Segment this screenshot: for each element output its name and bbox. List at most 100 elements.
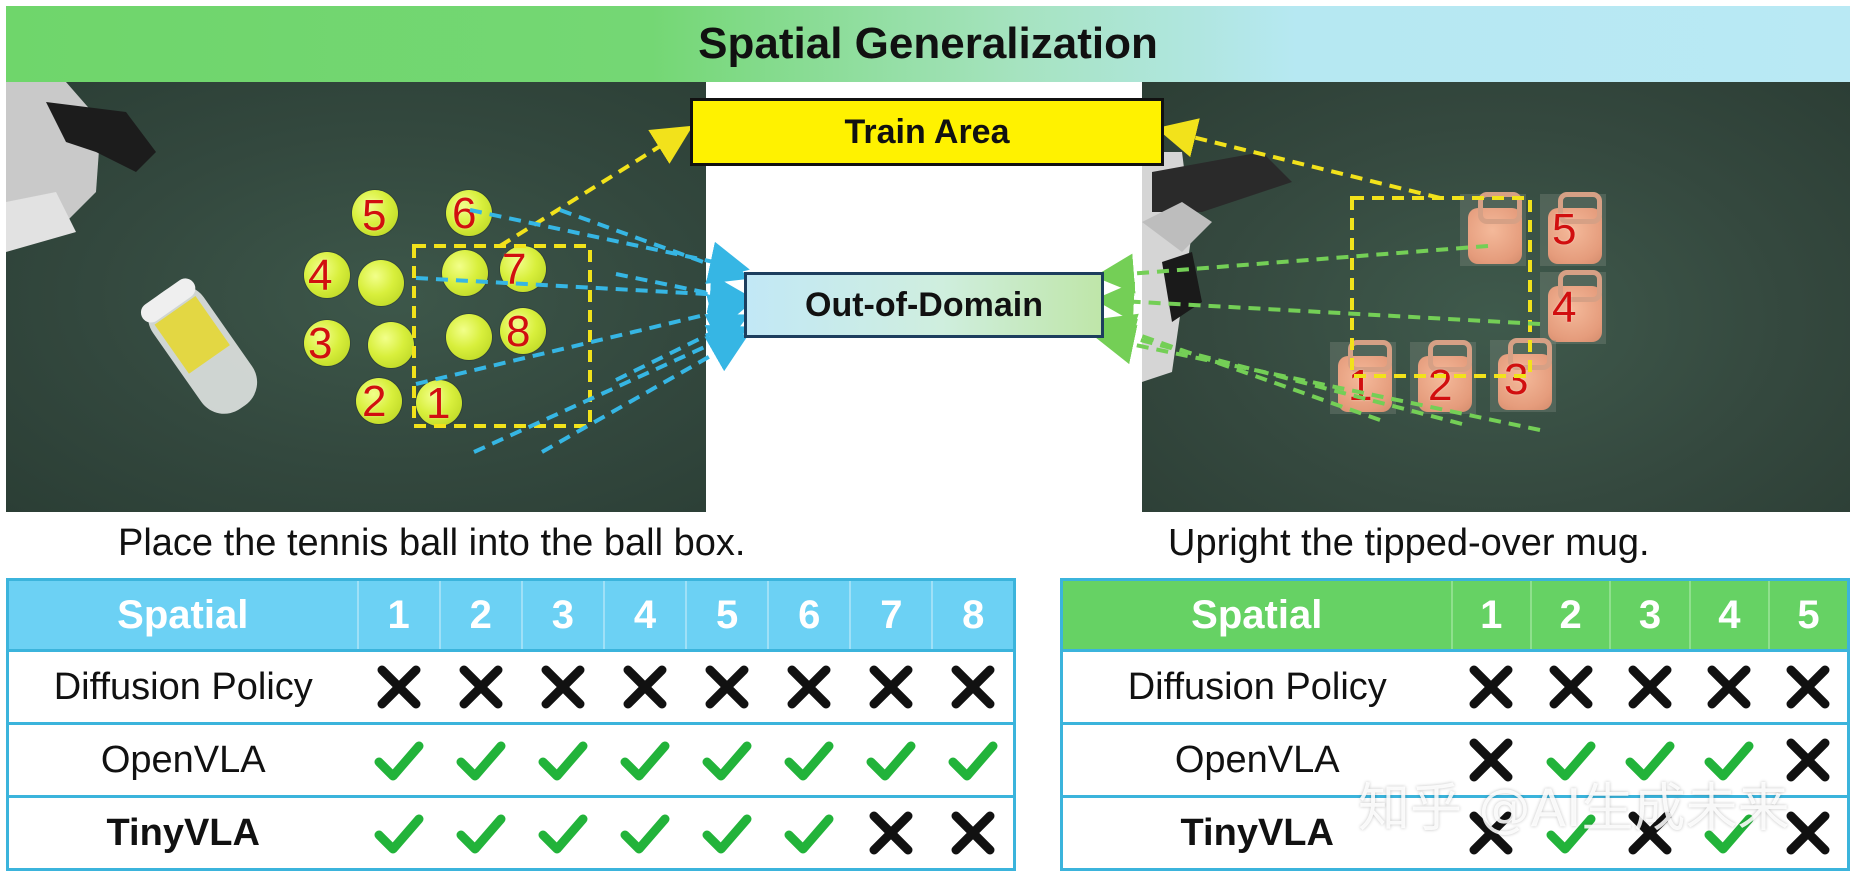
check-mark-icon (1704, 741, 1754, 781)
check-mark-icon (456, 741, 506, 781)
train-area-label: Train Area (690, 98, 1164, 166)
column-header-position: 6 (767, 579, 851, 651)
tennis-ball (446, 190, 492, 236)
tennis-ball (358, 260, 404, 306)
result-cell (521, 722, 604, 797)
cross-mark-icon (623, 665, 667, 709)
tennis-ball (416, 380, 462, 426)
ball-position-number: 6 (452, 189, 477, 238)
ood-arrow (1094, 281, 1541, 326)
cross-mark-icon (1786, 665, 1830, 709)
result-cell (1769, 795, 1849, 870)
cross-mark-icon (1786, 811, 1830, 855)
right-task-caption: Upright the tipped-over mug. (1168, 522, 1650, 564)
table-row: Diffusion Policy (1061, 649, 1849, 724)
tennis-ball (442, 250, 488, 296)
column-header-spatial: Spatial (117, 592, 249, 637)
check-mark-icon (456, 814, 506, 854)
cross-mark-icon (1469, 811, 1513, 855)
figure-title: Spatial Generalization (698, 19, 1158, 68)
ood-arrow (615, 314, 750, 382)
method-name: TinyVLA (1061, 795, 1452, 870)
result-cell (1769, 649, 1849, 724)
cross-mark-icon (1786, 738, 1830, 782)
cross-mark-icon (541, 665, 585, 709)
check-mark-icon (702, 814, 752, 854)
mug-position-number: 1 (1348, 361, 1373, 410)
cross-mark-icon (1628, 665, 1672, 709)
method-name: OpenVLA (1061, 722, 1452, 797)
mug (1460, 192, 1526, 266)
result-cell (603, 795, 686, 870)
column-header-position: 2 (438, 579, 522, 651)
cross-mark-icon (377, 665, 421, 709)
result-cell (357, 649, 440, 724)
tennis-ball (304, 320, 350, 366)
check-mark-icon (1704, 814, 1754, 854)
cross-mark-icon (1707, 665, 1751, 709)
column-header-position: 2 (1529, 579, 1611, 651)
result-cell (1451, 795, 1531, 870)
cross-mark-icon (1628, 811, 1672, 855)
result-cell (686, 795, 769, 870)
result-cell (357, 795, 440, 870)
cross-mark-icon (1469, 665, 1513, 709)
mug (1540, 270, 1606, 344)
ball-position-number: 8 (506, 307, 531, 356)
result-cell (521, 649, 604, 724)
ball-position-number: 3 (308, 319, 333, 368)
cross-mark-icon (951, 665, 995, 709)
ood-arrow (1094, 325, 1541, 432)
ood-arrow (1094, 244, 1489, 294)
cross-mark-icon (869, 811, 913, 855)
column-header-position: 8 (931, 579, 1015, 651)
result-cell (1689, 795, 1770, 870)
ood-arrow (1094, 313, 1381, 422)
ball-position-number: 1 (426, 379, 451, 428)
result-cell (1769, 722, 1849, 797)
check-mark-icon (948, 741, 998, 781)
figure-title-bar: Spatial Generalization (6, 6, 1850, 82)
watermark: 知乎 @AI生成未来 (1358, 779, 1790, 839)
result-cell (1530, 722, 1611, 797)
left-task-caption: Place the tennis ball into the ball box. (118, 522, 746, 564)
cross-mark-icon (787, 665, 831, 709)
robot-gripper-icon (6, 82, 258, 414)
check-mark-icon (620, 741, 670, 781)
result-cell (768, 722, 851, 797)
ood-arrow (559, 208, 750, 284)
ood-arrow (473, 325, 750, 454)
cross-mark-icon (1549, 665, 1593, 709)
table-row: OpenVLA (7, 722, 1015, 797)
result-cell (686, 722, 769, 797)
result-cell (439, 649, 522, 724)
check-mark-icon (784, 814, 834, 854)
result-cell (1689, 722, 1770, 797)
check-mark-icon (538, 741, 588, 781)
result-cell (686, 649, 769, 724)
cross-mark-icon (869, 665, 913, 709)
result-cell (439, 722, 522, 797)
table-row: Diffusion Policy (7, 649, 1015, 724)
cross-mark-icon (705, 665, 749, 709)
tennis-ball (368, 322, 414, 368)
check-mark-icon (1546, 814, 1596, 854)
method-name: TinyVLA (7, 795, 358, 870)
train-arrow-right (1156, 118, 1441, 200)
method-name: OpenVLA (7, 722, 358, 797)
mug-position-number: 3 (1504, 355, 1529, 404)
train-area-left-outline (412, 244, 592, 428)
out-of-domain-text: Out-of-Domain (805, 285, 1043, 324)
mug-position-number: 2 (1428, 361, 1453, 410)
check-mark-icon (538, 814, 588, 854)
column-header-spatial: Spatial (1191, 592, 1323, 637)
column-header-position: 1 (356, 579, 440, 651)
check-mark-icon (1625, 741, 1675, 781)
result-cell (1530, 795, 1611, 870)
result-cell (1451, 649, 1531, 724)
result-cell (1610, 722, 1690, 797)
table-row: TinyVLA (7, 795, 1015, 870)
method-name: Diffusion Policy (1061, 649, 1452, 724)
